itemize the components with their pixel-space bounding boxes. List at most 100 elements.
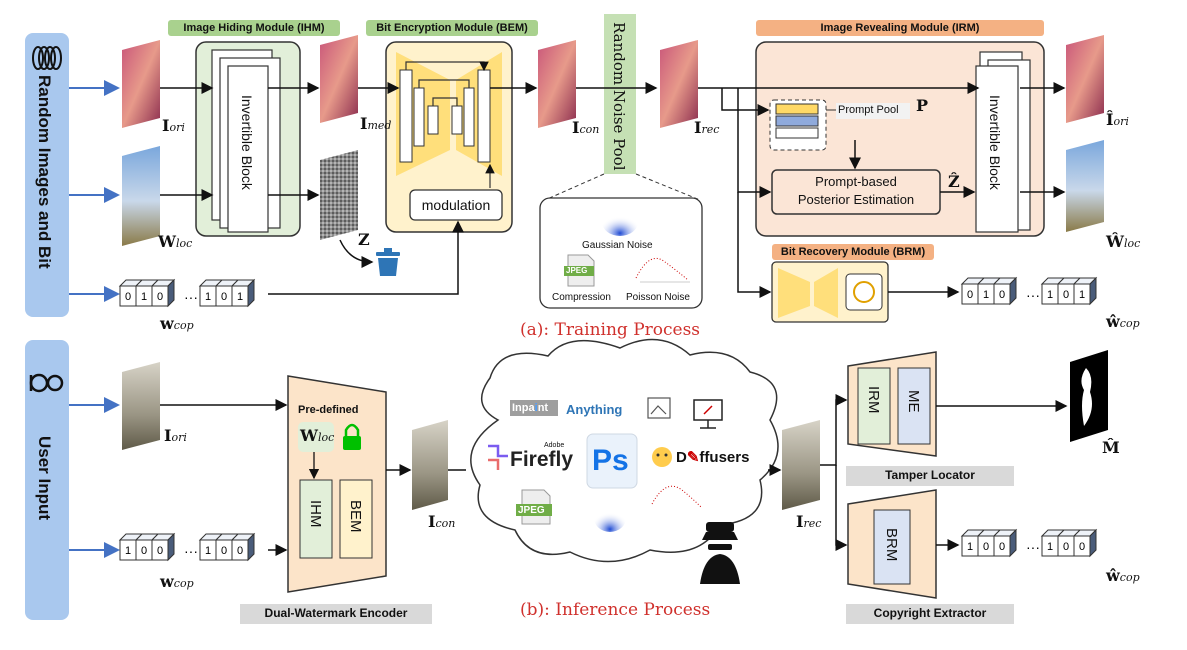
bem-tag: Bit Encryption Module (BEM) (366, 20, 538, 36)
hugging-face-icon (652, 447, 672, 467)
trash-icon (376, 248, 400, 276)
image-user-ori (122, 362, 160, 450)
predefined-loc-box (298, 422, 334, 452)
image-ori-hat (1066, 35, 1104, 123)
locator-me-label: ME (905, 390, 922, 413)
bit-value: 1 (141, 291, 147, 303)
gallery-icon (647, 397, 671, 419)
sym-I-rec-user: Irec (796, 512, 822, 531)
attacker-icon (700, 522, 740, 584)
image-med (320, 35, 358, 123)
gaussian-icon-inference (594, 504, 626, 532)
image-user-con (412, 420, 448, 510)
image-user-rec (782, 420, 820, 510)
sym-I-con: Icon (572, 118, 600, 137)
anything-label: Anything (566, 402, 623, 417)
extractor-tag-bg (846, 604, 1014, 624)
mask-image (1070, 350, 1108, 442)
irm-invertible-block (975, 65, 1019, 233)
bit-value: 0 (221, 545, 227, 557)
compression-label: Compression (552, 292, 611, 303)
locator-irm-label: IRM (865, 386, 882, 414)
sym-M-hat: M̂ (1102, 438, 1120, 457)
bit-value: 0 (967, 289, 973, 301)
bit-ellipsis-inferout: ··· (1026, 539, 1040, 555)
recovery-icon (853, 281, 875, 303)
prompt-pool-label: Prompt Pool (838, 104, 899, 116)
sym-P: P (916, 96, 929, 115)
locator-tag-bg (846, 466, 1014, 486)
image-con (538, 40, 576, 128)
extractor-tag: Copyright Extractor (873, 606, 987, 620)
encoder-bem (339, 479, 373, 559)
gaussian-icon (602, 208, 638, 236)
image-loc (122, 146, 160, 246)
photoshop-logo (586, 433, 638, 489)
poisson-label: Poisson Noise (626, 292, 690, 303)
bit-value: 1 (125, 545, 131, 557)
irm-tag: Image Revealing Module (IRM) (756, 20, 1044, 36)
sym-w-cop-user: wcop (160, 572, 194, 591)
jpeg-label: JPEG (566, 266, 588, 275)
bit-value: 1 (1047, 541, 1053, 553)
encoder-tag: Dual-Watermark Encoder (264, 606, 408, 620)
sym-I-ori-hat: Îori (1106, 110, 1129, 129)
side-label-random: Random Images and Bit (35, 75, 54, 269)
side-panel-top (25, 33, 69, 317)
image-loc-hat (1066, 140, 1104, 232)
noise-pool-bar (604, 14, 636, 174)
caption-inference: (b): Inference Process (520, 600, 711, 620)
locator-tag: Tamper Locator (885, 468, 975, 482)
sym-w-cop-hat: ŵcop (1106, 312, 1140, 331)
monitor-icon (693, 399, 723, 429)
sym-W-loc-hat: Ŵloc (1106, 232, 1141, 251)
sym-I-med: Imed (360, 114, 392, 133)
bit-value: 0 (999, 541, 1005, 553)
inpaint-label: Inpaint (512, 402, 549, 414)
bit-value: 0 (221, 291, 227, 303)
firefly-label: Firefly (510, 448, 574, 471)
locator-irm (857, 367, 891, 445)
sym-Z-hat: Ẑ (948, 172, 960, 191)
bit-ellipsis-out: ··· (1026, 287, 1040, 303)
jpeg-icon (564, 254, 595, 287)
bit-value: 1 (1047, 289, 1053, 301)
sym-W-loc-predefined: Wloc (300, 426, 335, 445)
bit-value: 0 (237, 545, 243, 557)
side-panel-bottom (25, 340, 69, 620)
poisson-icon (635, 258, 690, 283)
bit-value: 1 (967, 541, 973, 553)
ihm-tag: Image Hiding Module (IHM) (168, 20, 340, 36)
encoder-ihm-label: IHM (307, 500, 324, 528)
ihm-invertible-block (227, 65, 269, 233)
sym-Z: Z (358, 230, 370, 249)
encoder-ihm (299, 479, 333, 559)
extractor-brm (873, 509, 911, 585)
firefly-logo (488, 444, 508, 470)
bit-value: 0 (999, 289, 1005, 301)
jpeg-label-inference: JPEG (518, 505, 545, 516)
bit-value: 1 (205, 545, 211, 557)
bit-value: 0 (1063, 541, 1069, 553)
image-rec (660, 40, 698, 128)
jpeg-icon-inference (516, 489, 552, 525)
side-label-user: User Input (35, 436, 54, 521)
locator-me (897, 367, 931, 445)
bit-ellipsis-infer: ··· (184, 543, 198, 559)
modulation-label: modulation (421, 197, 491, 213)
prompt-estimation-line2: Posterior Estimation (797, 192, 915, 207)
adobe-label: Adobe (544, 442, 565, 449)
sym-I-ori-user: Iori (164, 426, 187, 445)
image-z-noise (320, 150, 358, 240)
predefined-label: Pre-defined (298, 404, 359, 416)
noise-pool-label: Random Noise Pool (610, 22, 628, 171)
bit-value: 0 (125, 291, 131, 303)
encoder-bem-label: BEM (347, 500, 364, 533)
